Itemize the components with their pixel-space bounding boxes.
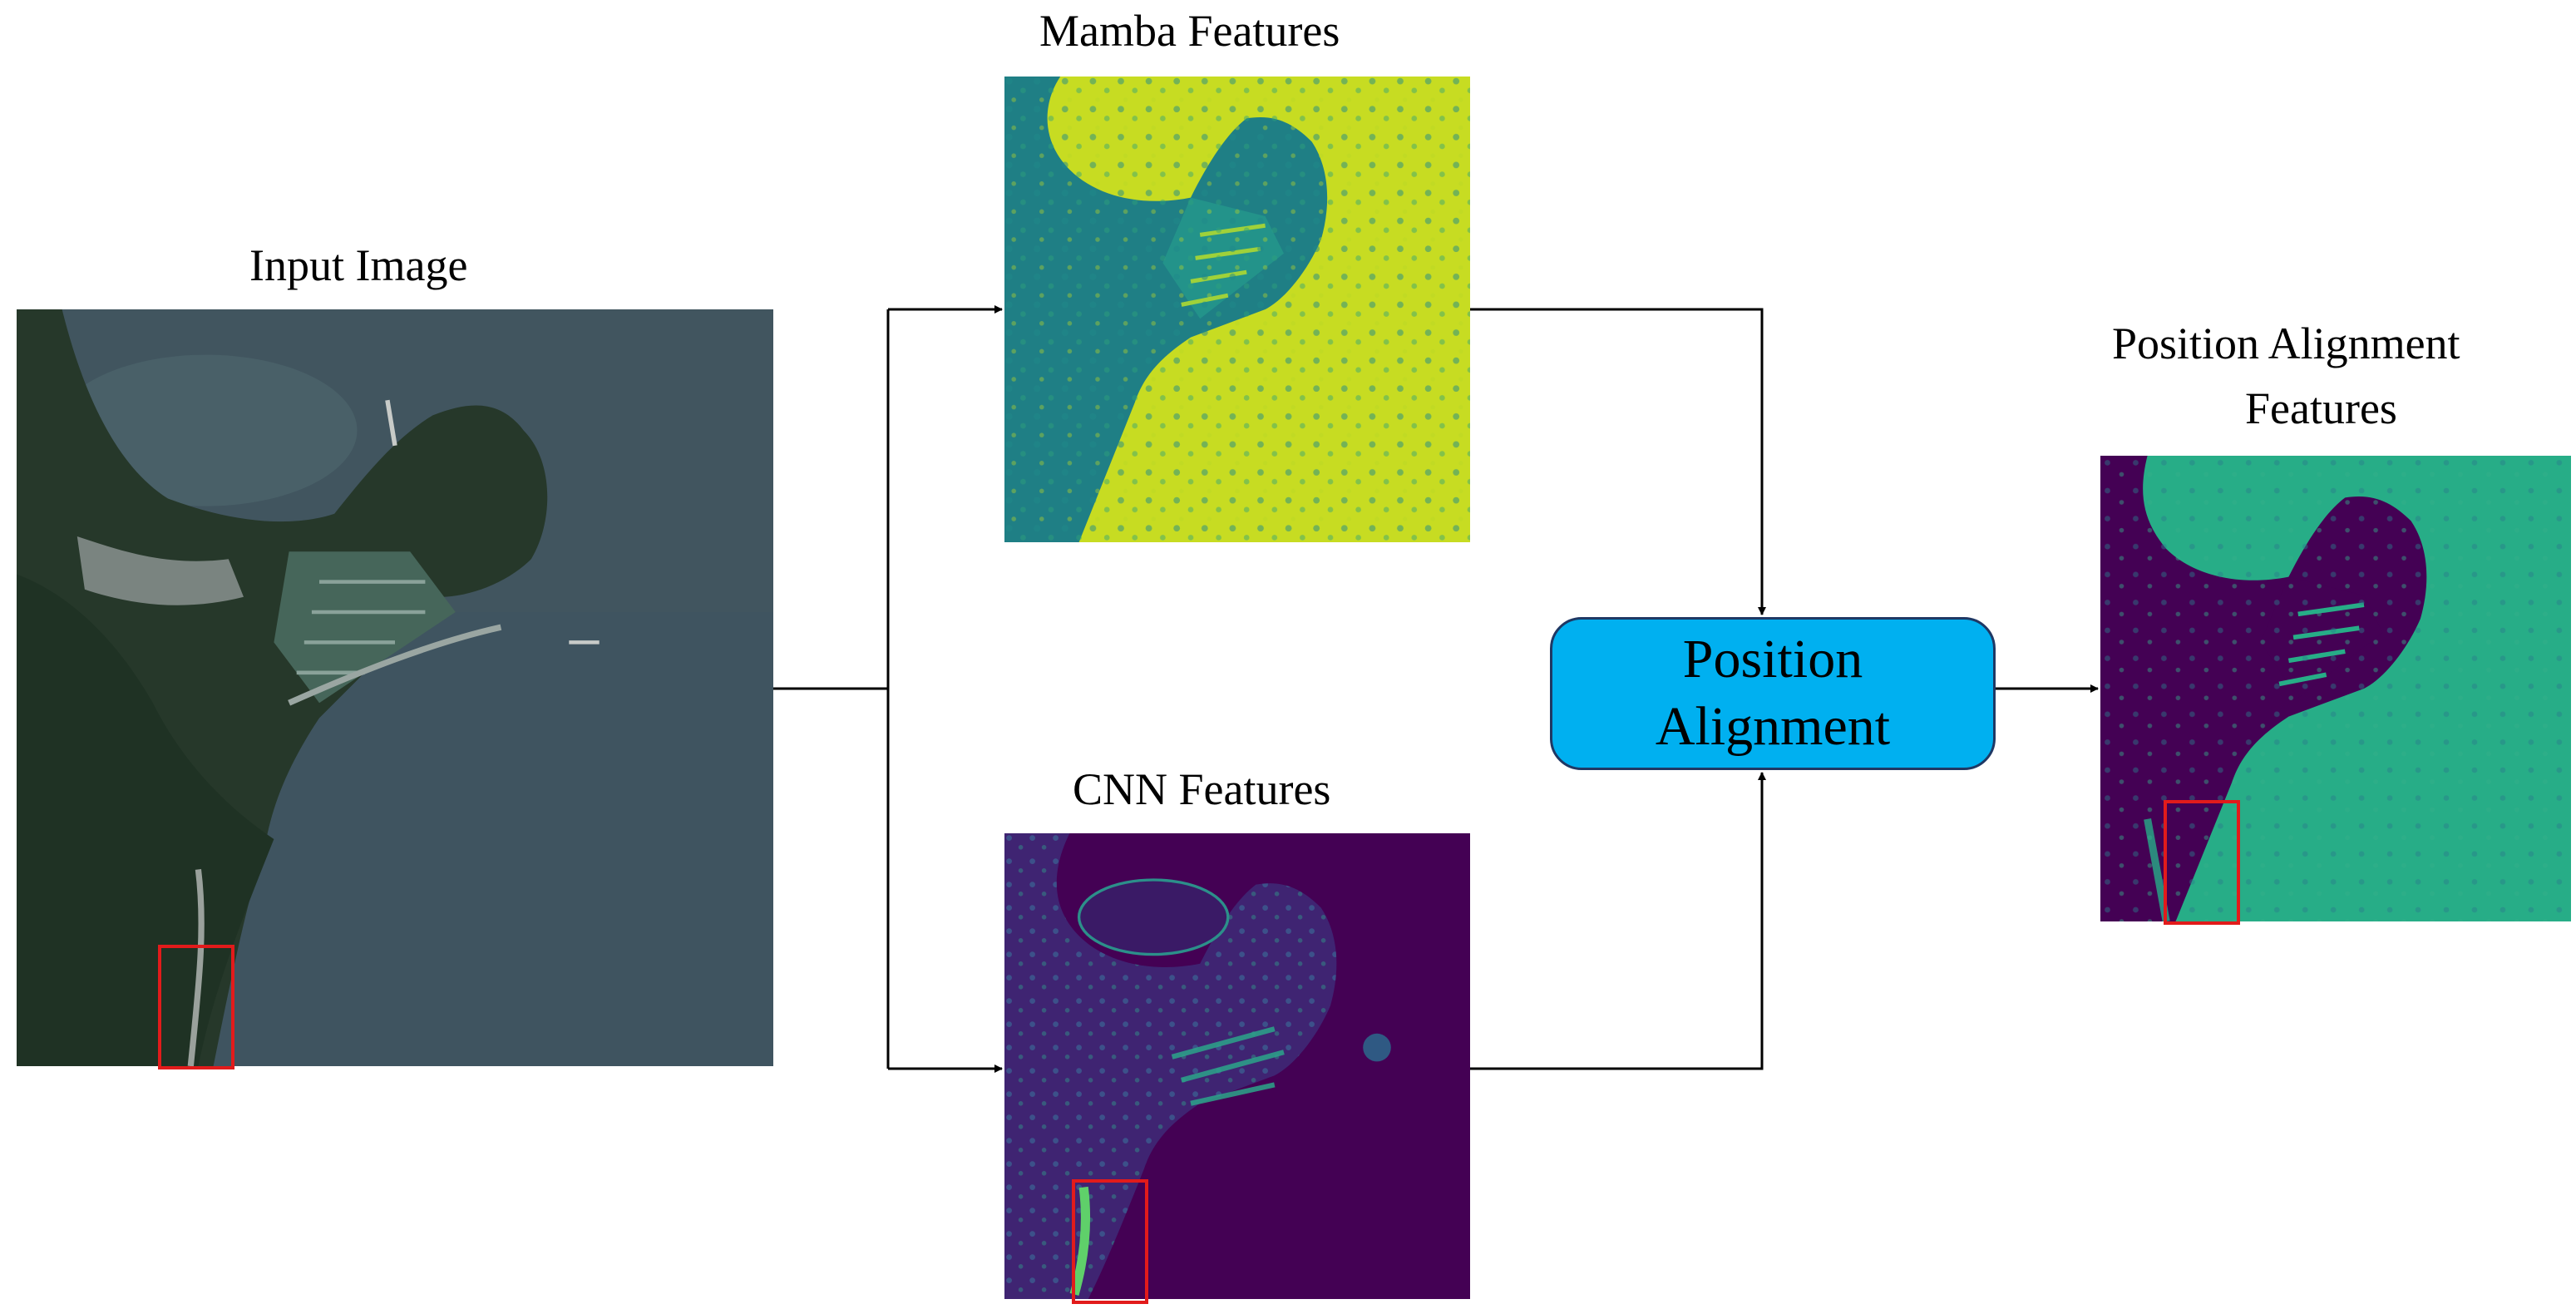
position-alignment-node: Position Alignment [1550,617,1996,770]
feature-heatmap-icon [1004,77,1470,542]
cnn-features-label: CNN Features [1073,764,1331,814]
cnn-features-panel [1004,833,1470,1299]
mamba-features-panel [1004,77,1470,542]
input-image-panel [17,309,773,1066]
output-features-label-line2: Features [2245,383,2397,433]
mamba-features-label: Mamba Features [1039,6,1340,56]
output-features-panel [2100,456,2571,921]
mamba-to-alignment-arrow [1470,308,1766,615]
input-image-label: Input Image [249,240,468,290]
feature-heatmap-icon [1004,833,1470,1299]
input-highlight-box [158,945,234,1069]
feature-heatmap-icon [2100,456,2571,921]
node-label-line2: Alignment [1655,696,1891,757]
satellite-image-icon [17,309,773,1066]
node-label-line1: Position [1682,629,1863,690]
output-highlight-box [2164,800,2240,925]
cnn-highlight-box [1072,1179,1148,1304]
cnn-to-alignment-arrow [1470,772,1766,1070]
output-features-label-line1: Position Alignment [2112,319,2460,368]
